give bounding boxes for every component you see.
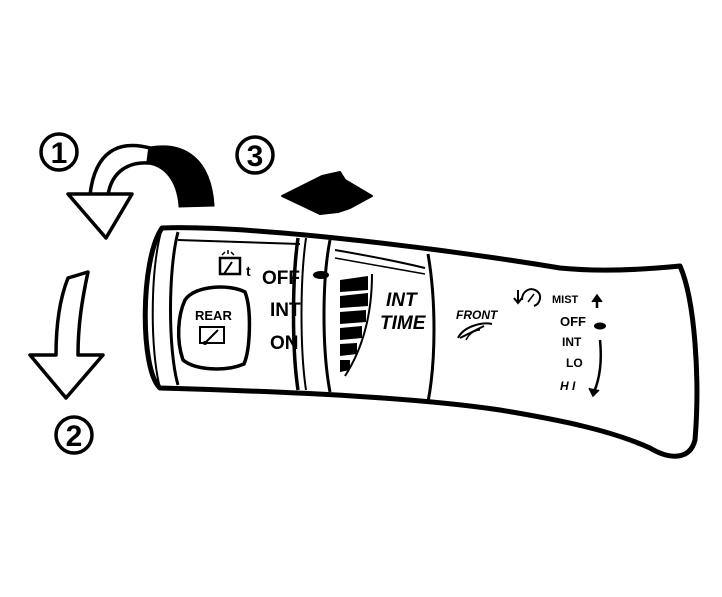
front-scale-arrow-icon bbox=[588, 293, 606, 398]
rear-position-on: ON bbox=[270, 333, 299, 354]
callout-2-number: 2 bbox=[66, 420, 83, 453]
callout-3-number: 3 bbox=[247, 140, 264, 173]
rear-knob-label: REAR bbox=[195, 308, 232, 323]
front-position-lo: LO bbox=[566, 356, 583, 370]
front-label: FRONT bbox=[456, 308, 499, 322]
front-position-hi: H I bbox=[560, 379, 576, 393]
int-time-label-line1: INT bbox=[386, 290, 418, 311]
rear-washer-label: t bbox=[246, 263, 251, 279]
detent-mark bbox=[313, 271, 329, 279]
int-time-scale bbox=[340, 273, 373, 377]
rotation-arrow-icon bbox=[66, 143, 215, 240]
down-arrow-icon bbox=[28, 270, 105, 400]
front-position-off: OFF bbox=[560, 314, 586, 329]
push-arrow-icon bbox=[281, 171, 373, 215]
int-time-label-line2: TIME bbox=[380, 313, 427, 334]
rear-position-int: INT bbox=[270, 300, 301, 321]
rear-wiper-washer-icon bbox=[218, 250, 242, 276]
callout-1-number: 1 bbox=[51, 137, 68, 170]
callout-3: 3 bbox=[235, 135, 275, 175]
front-position-mist: MIST bbox=[552, 294, 579, 306]
callout-2: 2 bbox=[54, 415, 94, 455]
front-washer-icon bbox=[513, 288, 542, 307]
front-position-int: INT bbox=[562, 335, 582, 349]
rear-wiper-icon bbox=[199, 326, 225, 345]
front-wiper-icon bbox=[457, 322, 493, 341]
callout-1: 1 bbox=[39, 132, 79, 172]
rear-position-off: OFF bbox=[262, 268, 300, 289]
